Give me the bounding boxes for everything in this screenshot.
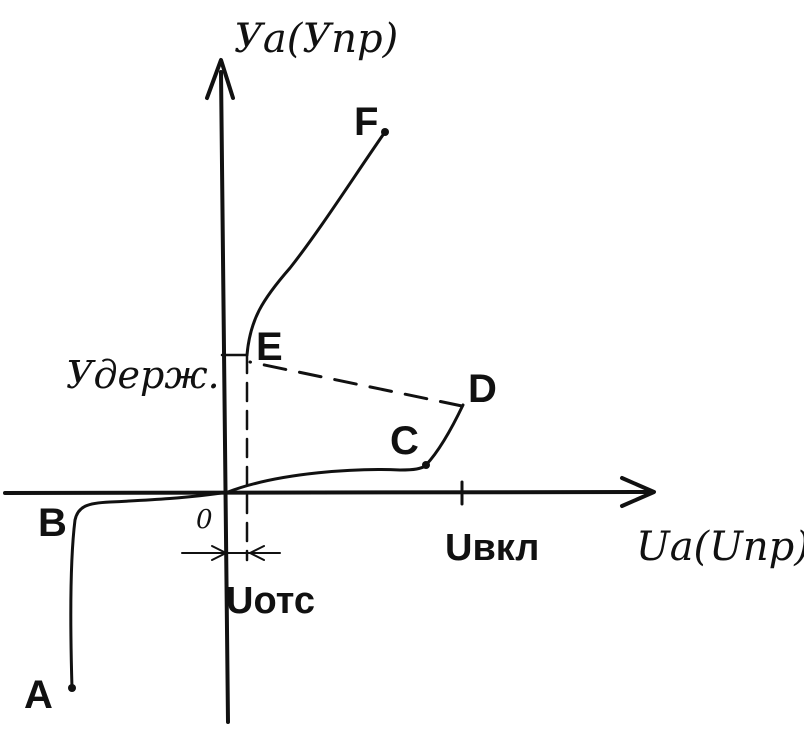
x-axis-label: Uа(Uпр)	[636, 524, 804, 570]
cutoff-voltage-label: Uотс	[226, 580, 315, 622]
axes	[3, 58, 656, 724]
point-a-dot	[68, 684, 76, 692]
reverse-branch-curve	[69, 490, 230, 690]
curve-dots	[68, 128, 430, 692]
switch-on-voltage-label: Uвкл	[445, 527, 539, 569]
y-axis-arrowhead	[205, 58, 235, 100]
point-f-dot	[381, 128, 389, 136]
forward-blocking-curve	[226, 463, 430, 494]
point-f-label: F	[354, 100, 378, 144]
point-b-label: B	[38, 501, 67, 545]
cutoff-right-arrow-icon	[249, 545, 265, 561]
cutoff-dimension-marker	[181, 545, 281, 561]
point-c-dot	[422, 461, 430, 469]
negative-resistance-dashed	[248, 360, 464, 408]
cutoff-left-arrow-icon	[211, 545, 227, 561]
point-e-label: E	[256, 325, 283, 369]
x-axis-arrowhead	[620, 476, 656, 508]
point-labels: A B C D E F	[24, 100, 497, 717]
switching-rise-curve	[424, 403, 465, 467]
point-c-label: C	[390, 419, 419, 463]
y-axis-line	[219, 70, 230, 724]
on-state-curve	[245, 130, 387, 357]
hold-current-label: Удерж.	[66, 353, 220, 397]
iv-curve	[69, 130, 465, 690]
x-axis-line	[3, 490, 652, 495]
labels: Уа(Упр) Uа(Uпр) 0 Удерж. Uвкл Uотс	[66, 16, 804, 622]
point-d-label: D	[468, 367, 497, 411]
point-a-label: A	[24, 673, 53, 717]
y-axis-label: Уа(Упр)	[234, 16, 398, 62]
guide-lines	[220, 353, 464, 562]
origin-label: 0	[196, 505, 213, 535]
